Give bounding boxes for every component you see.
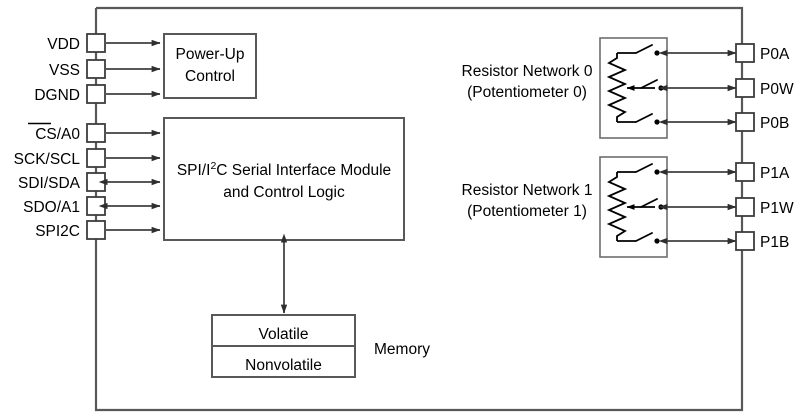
pin-sdo-a1-label: SDO/A1 bbox=[23, 199, 80, 216]
pin-p1b-pad[interactable] bbox=[735, 231, 755, 251]
pin-p0w[interactable]: P0W bbox=[735, 78, 794, 98]
resistor-network-0-line1: Resistor Network 0 bbox=[462, 63, 593, 80]
pin-sck-scl[interactable]: SCK/SCL bbox=[14, 148, 161, 168]
pin-sck-scl-pad[interactable] bbox=[86, 148, 106, 168]
pin-sdo-a1[interactable]: SDO/A1 bbox=[23, 196, 161, 216]
pin-p1a-pad[interactable] bbox=[735, 162, 755, 182]
pin-p0w-pad[interactable] bbox=[735, 78, 755, 98]
pin-p1w-pad[interactable] bbox=[735, 197, 755, 217]
pin-p0b-pad[interactable] bbox=[735, 112, 755, 132]
pin-spi2c-pad[interactable] bbox=[86, 220, 106, 240]
pin-dgnd-pad[interactable] bbox=[86, 84, 106, 104]
pin-p1b-label: P1B bbox=[760, 234, 789, 251]
pin-cs-a0[interactable]: CS/A0 bbox=[28, 122, 161, 144]
pin-dgnd-label: DGND bbox=[34, 87, 80, 104]
memory-row-nonvolatile: Nonvolatile bbox=[245, 357, 322, 374]
pin-p0b[interactable]: P0B bbox=[735, 112, 789, 132]
pin-vss-label: VSS bbox=[49, 62, 80, 79]
memory-label: Memory bbox=[374, 341, 430, 358]
resistor-network-0-line2: (Potentiometer 0) bbox=[467, 84, 587, 101]
pin-sdo-a1-pad[interactable] bbox=[86, 196, 106, 216]
power-up-control-line2: Control bbox=[185, 68, 235, 85]
pin-p1w[interactable]: P1W bbox=[735, 197, 794, 217]
memory-row-volatile: Volatile bbox=[259, 326, 309, 343]
pin-sck-scl-label: SCK/SCL bbox=[14, 151, 81, 168]
pin-sdi-sda[interactable]: SDI/SDA bbox=[18, 172, 161, 192]
pin-p1a[interactable]: P1A bbox=[735, 162, 790, 182]
pin-sdi-sda-pad[interactable] bbox=[86, 172, 106, 192]
serial-interface-block: SPI/I2C Serial Interface Module and Cont… bbox=[163, 117, 405, 241]
pin-sdi-sda-label: SDI/SDA bbox=[18, 175, 81, 192]
pin-spi2c[interactable]: SPI2C bbox=[35, 220, 161, 240]
pin-p0a-label: P0A bbox=[760, 46, 790, 63]
pin-p0w-label: P0W bbox=[760, 81, 794, 98]
pin-dgnd[interactable]: DGND bbox=[34, 84, 161, 104]
pin-vdd[interactable]: VDD bbox=[47, 33, 161, 53]
pin-cs-a0-label: CS/A0 bbox=[35, 126, 80, 143]
pin-spi2c-label: SPI2C bbox=[35, 223, 80, 240]
power-up-control-block: Power-Up Control bbox=[163, 33, 257, 99]
pin-vss-pad[interactable] bbox=[86, 59, 106, 79]
memory-block: Volatile Nonvolatile Memory bbox=[211, 233, 430, 378]
pin-p0a-pad[interactable] bbox=[735, 43, 755, 63]
resistor-network-1-line2: (Potentiometer 1) bbox=[467, 203, 587, 220]
pin-vss[interactable]: VSS bbox=[49, 59, 161, 79]
pin-cs-a0-pad[interactable] bbox=[86, 123, 106, 143]
pin-p0b-label: P0B bbox=[760, 115, 789, 132]
pin-p1w-label: P1W bbox=[760, 200, 794, 217]
pin-p1b[interactable]: P1B bbox=[735, 231, 789, 251]
power-up-control-line1: Power-Up bbox=[176, 46, 245, 63]
pin-vdd-label: VDD bbox=[47, 36, 80, 53]
resistor-network-1-line1: Resistor Network 1 bbox=[462, 182, 593, 199]
serial-interface-line1: SPI/I2C Serial Interface Module bbox=[177, 160, 391, 179]
resistor-network-1-group: Resistor Network 1 (Potentiometer 1) bbox=[462, 156, 737, 258]
pin-vdd-pad[interactable] bbox=[86, 33, 106, 53]
pin-p0a[interactable]: P0A bbox=[735, 43, 790, 63]
serial-interface-line2: and Control Logic bbox=[223, 184, 345, 201]
pin-p1a-label: P1A bbox=[760, 165, 790, 182]
resistor-network-0-group: Resistor Network 0 (Potentiometer 0) bbox=[462, 37, 737, 139]
